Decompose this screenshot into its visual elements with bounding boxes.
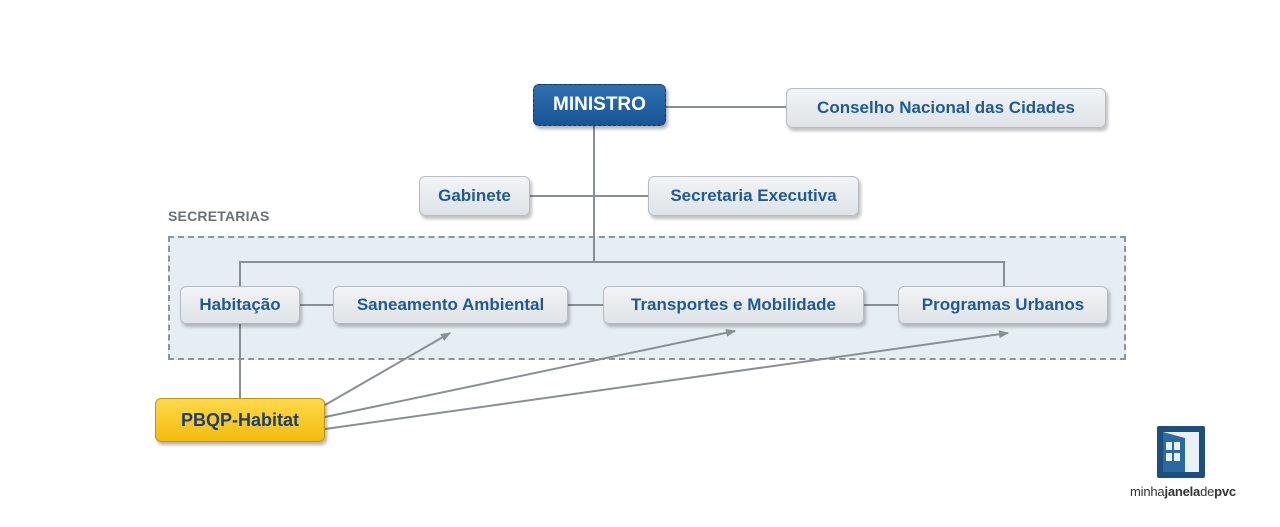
saneamento-box: Saneamento Ambiental: [333, 286, 568, 324]
arrow-pbqp-programas: [324, 330, 1009, 430]
secretaria-executiva-box: Secretaria Executiva: [648, 176, 859, 216]
transportes-box: Transportes e Mobilidade: [603, 286, 864, 324]
gabinete-box: Gabinete: [419, 176, 530, 216]
watermark-logo: minhajaneladepvc: [1108, 424, 1258, 504]
programas-box: Programas Urbanos: [898, 286, 1108, 324]
watermark-text: minhajaneladepvc: [1130, 484, 1236, 499]
pbqp-habitat-box: PBQP-Habitat: [155, 398, 325, 442]
window-icon: [1157, 426, 1205, 478]
line-secretarias-bar: [239, 261, 1005, 287]
conselho-box: Conselho Nacional das Cidades: [786, 88, 1106, 128]
ministro-box: MINISTRO: [533, 84, 666, 126]
secretarias-label: SECRETARIAS: [168, 208, 270, 224]
arrow-pbqp-transportes: [324, 328, 736, 418]
habitacao-box: Habitação: [180, 286, 300, 324]
arrow-pbqp-saneamento: [324, 332, 451, 406]
